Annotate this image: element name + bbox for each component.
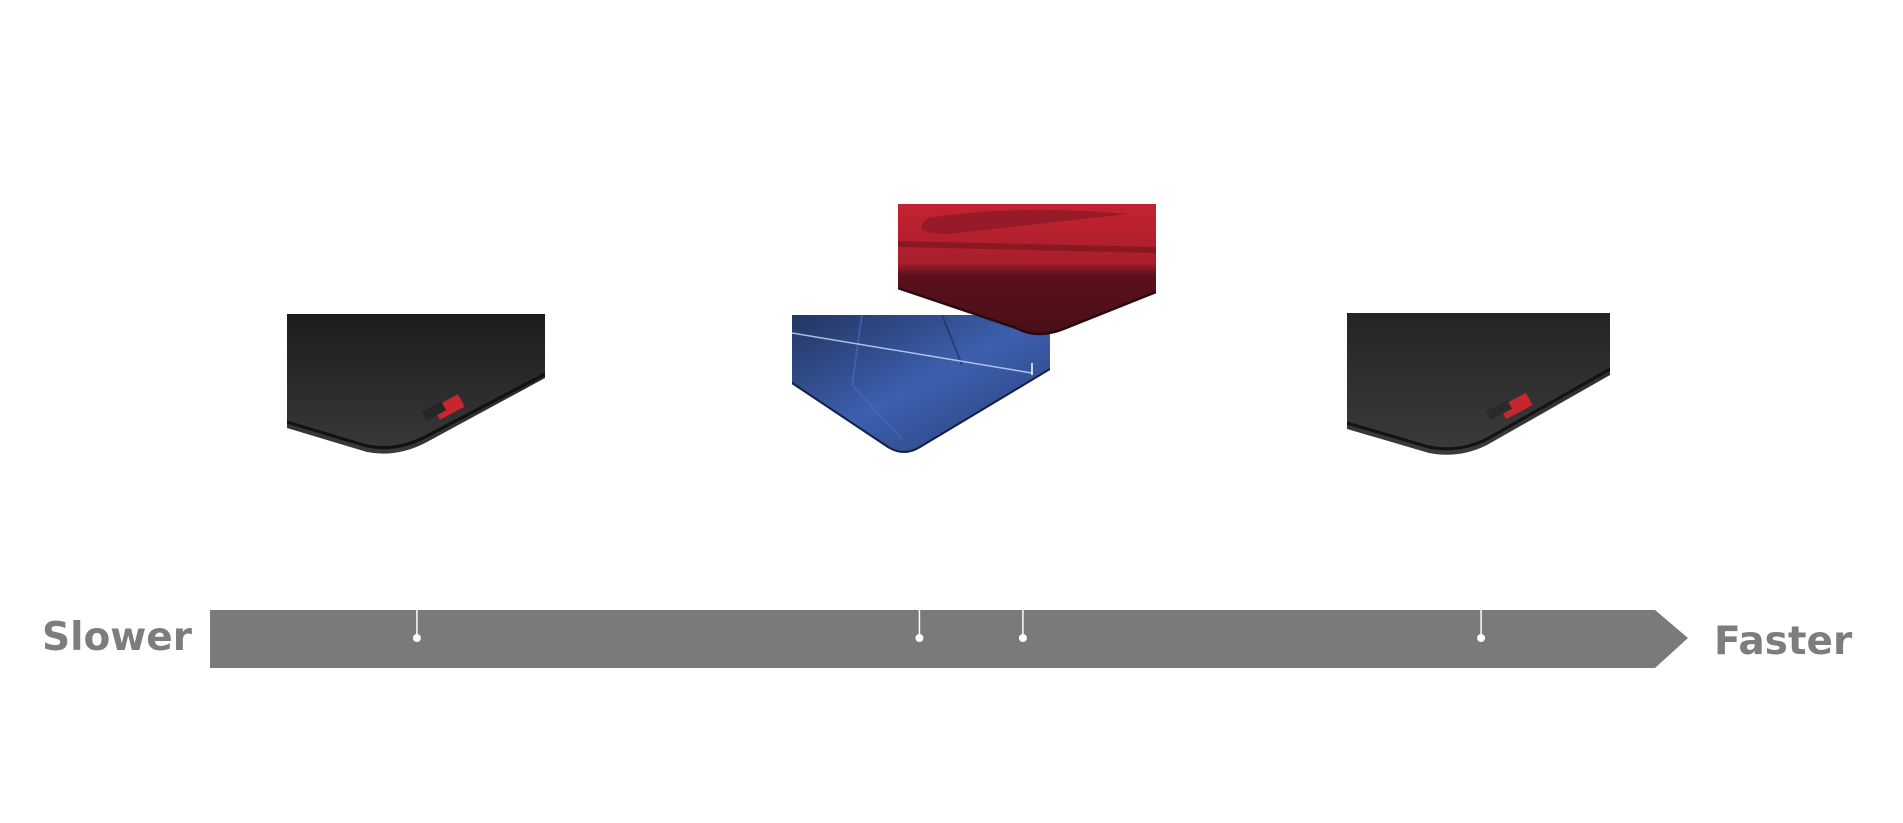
black-mousepad-right-image bbox=[1347, 313, 1610, 457]
speed-scale-svg bbox=[210, 610, 1688, 668]
scale-marker-dot-blue-pad bbox=[915, 634, 924, 642]
scale-marker-dot-red-pad bbox=[1018, 634, 1027, 642]
blue-mousepad-icon bbox=[792, 315, 1050, 453]
speed-scale-arrow bbox=[210, 610, 1688, 668]
blue-mousepad-image bbox=[792, 315, 1050, 457]
black-mousepad-right-icon bbox=[1347, 313, 1610, 455]
black-mousepad-left-image bbox=[287, 314, 545, 455]
slower-label: Slower bbox=[42, 615, 192, 660]
scale-marker-dot-black-pad-left bbox=[412, 634, 421, 642]
red-mousepad-image bbox=[898, 204, 1156, 340]
faster-label: Faster bbox=[1714, 619, 1853, 664]
scale-arrow-bar bbox=[210, 610, 1688, 668]
black-mousepad-left-icon bbox=[287, 314, 545, 454]
red-mousepad-icon bbox=[898, 204, 1156, 336]
scale-marker-dot-black-pad-right bbox=[1477, 634, 1486, 642]
